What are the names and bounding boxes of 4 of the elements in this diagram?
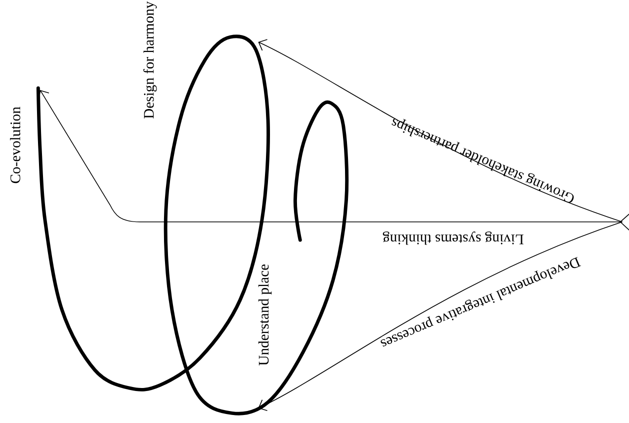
stage-label: Co-evolution	[10, 106, 20, 184]
stage-label: Understand place	[258, 264, 272, 366]
arrow-label: Living systems thinking	[382, 232, 524, 245]
stage-label: Design for harmony	[143, 1, 157, 119]
